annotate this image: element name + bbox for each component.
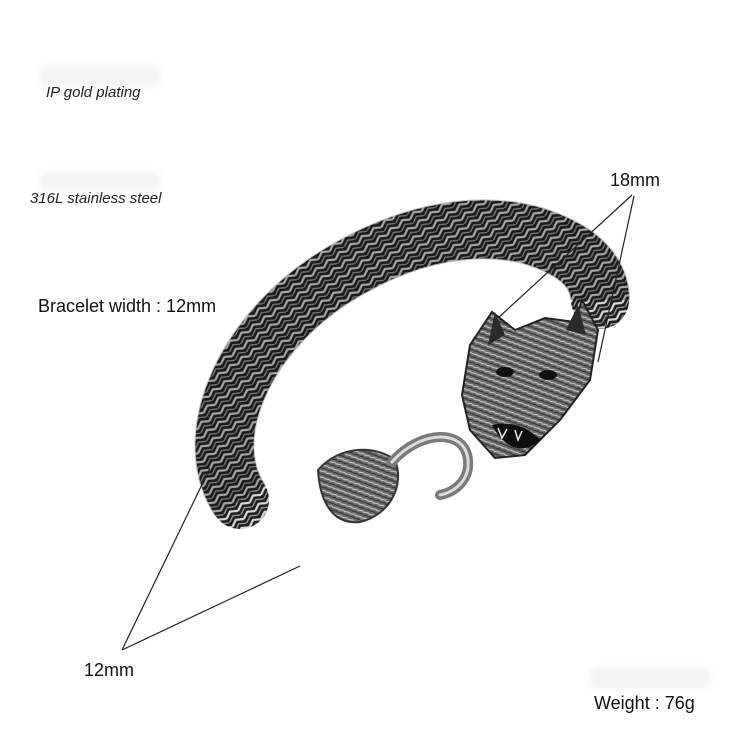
dim-line-18 (497, 194, 633, 319)
dim-line-18b (597, 195, 635, 363)
dimension-18mm-label: 18mm (610, 170, 661, 190)
watermark-smudge (40, 172, 160, 190)
ip-plating-label: IP gold plating (46, 84, 141, 101)
bracelet-width-label: Bracelet width : 12mm (38, 296, 217, 316)
watermark-smudge (40, 66, 160, 86)
dim-line-12b (121, 565, 301, 651)
steel-label: 316L stainless steel (30, 190, 162, 207)
watermark-smudge (590, 668, 710, 688)
weight-label: Weight : 76g (594, 693, 695, 713)
dimension-12mm-label: 12mm (84, 660, 135, 680)
tail-cap (316, 448, 400, 524)
dim-line-12 (121, 467, 211, 651)
wolf-head (460, 297, 600, 460)
